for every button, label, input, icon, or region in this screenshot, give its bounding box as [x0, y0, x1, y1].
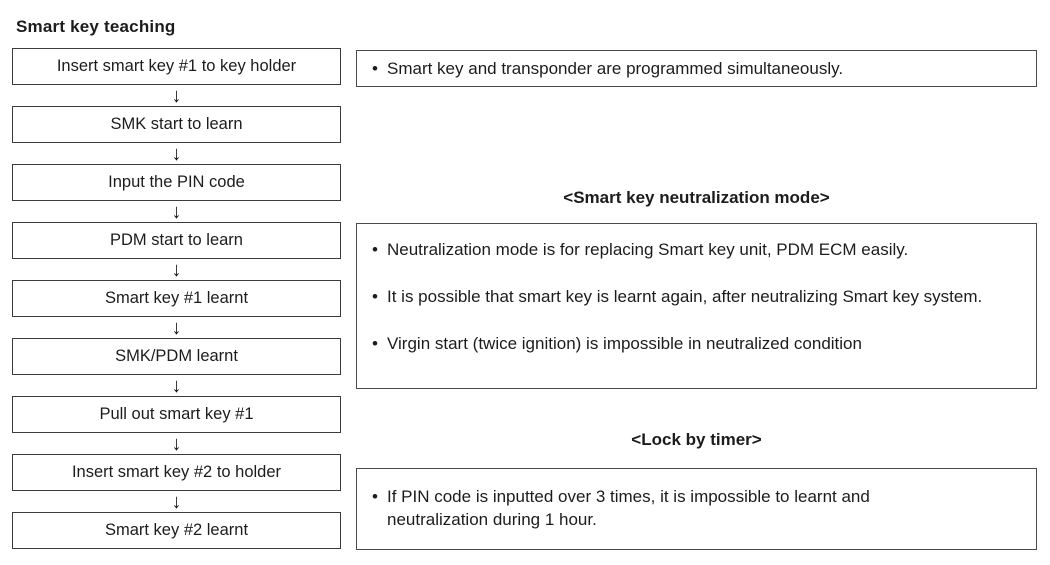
note-box-neutralization: Neutralization mode is for replacing Sma…	[356, 223, 1037, 389]
note-bullet: If PIN code is inputted over 3 times, it…	[370, 485, 972, 531]
note-box-lock-by-timer: If PIN code is inputted over 3 times, it…	[356, 468, 1037, 550]
flow-step-key1-learnt: Smart key #1 learnt	[12, 280, 341, 317]
heading-neutralization-mode: <Smart key neutralization mode>	[563, 188, 830, 207]
flowchart-column: Insert smart key #1 to key holder ↓ SMK …	[12, 48, 341, 549]
flow-step-pull-out-key1: Pull out smart key #1	[12, 396, 341, 433]
flow-step-smk-pdm-learnt: SMK/PDM learnt	[12, 338, 341, 375]
flow-step-pdm-start-learn: PDM start to learn	[12, 222, 341, 259]
down-arrow-icon: ↓	[171, 316, 182, 339]
flow-step-key2-learnt: Smart key #2 learnt	[12, 512, 341, 549]
down-arrow-icon: ↓	[171, 490, 182, 513]
note-bullet: It is possible that smart key is learnt …	[370, 285, 1007, 308]
down-arrow-icon: ↓	[171, 258, 182, 281]
note-bullet: Neutralization mode is for replacing Sma…	[370, 238, 1024, 261]
down-arrow-icon: ↓	[171, 200, 182, 223]
heading-lock-by-timer: <Lock by timer>	[631, 430, 762, 449]
page-title: Smart key teaching	[16, 17, 176, 36]
down-arrow-icon: ↓	[171, 84, 182, 107]
flow-step-smk-start-learn: SMK start to learn	[12, 106, 341, 143]
note-box-programming: Smart key and transponder are programmed…	[356, 50, 1037, 87]
down-arrow-icon: ↓	[171, 374, 182, 397]
note-bullet: Smart key and transponder are programmed…	[370, 57, 843, 80]
down-arrow-icon: ↓	[171, 142, 182, 165]
flow-step-input-pin: Input the PIN code	[12, 164, 341, 201]
flow-step-insert-key2: Insert smart key #2 to holder	[12, 454, 341, 491]
down-arrow-icon: ↓	[171, 432, 182, 455]
flow-step-insert-key1: Insert smart key #1 to key holder	[12, 48, 341, 85]
note-bullet: Virgin start (twice ignition) is impossi…	[370, 332, 1024, 355]
notes-column: Smart key and transponder are programmed…	[356, 0, 1037, 565]
